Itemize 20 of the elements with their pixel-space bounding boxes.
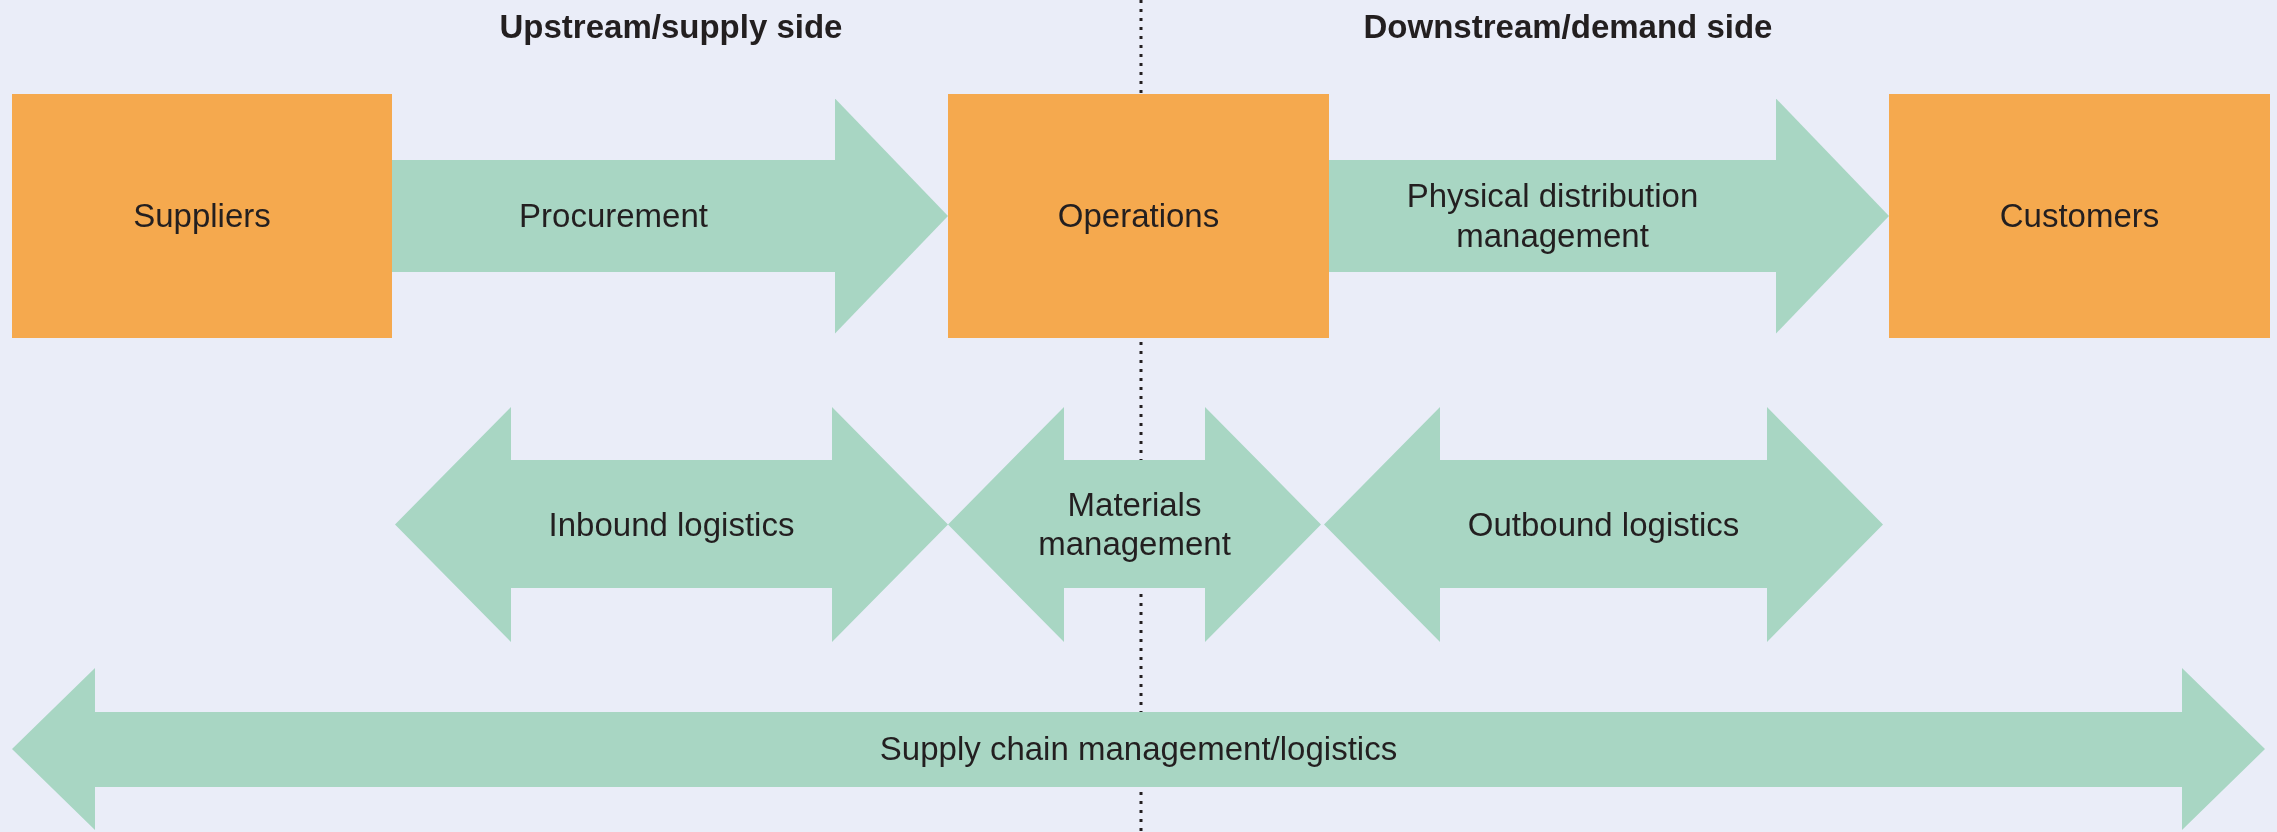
node-label: Suppliers [132, 196, 272, 236]
double-arrow-shape [12, 668, 2265, 830]
block-arrow [392, 98, 948, 334]
node-label: Customers [1998, 196, 2161, 236]
process-box [1889, 94, 2270, 338]
block-arrow [1329, 98, 1889, 334]
process-box [12, 94, 392, 338]
node-label: Inbound logistics [547, 504, 796, 545]
edge-label: Physical distribution management [1405, 176, 1700, 256]
node-label: Supply chain management/logistics [878, 729, 1399, 769]
double-arrow-shape [1324, 407, 1883, 642]
side-heading: Upstream/supply side [499, 8, 843, 46]
double-arrow-shape [395, 407, 948, 642]
node-label: Operations [1056, 196, 1221, 236]
side-heading: Downstream/demand side [1363, 8, 1773, 46]
edge-label: Procurement [518, 196, 709, 236]
double-arrow-shape [948, 407, 1321, 642]
process-box [948, 94, 1329, 338]
node-label: Outbound logistics [1466, 504, 1741, 545]
node-label: Materials management [1037, 484, 1232, 565]
